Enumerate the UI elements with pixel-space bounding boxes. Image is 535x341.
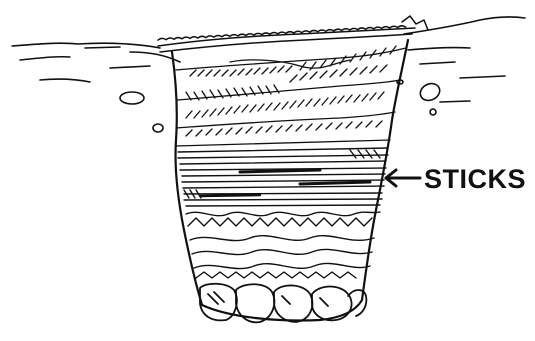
layer-leafy-branches bbox=[176, 46, 406, 146]
grass-turf bbox=[158, 16, 428, 52]
sticks-label: STICKS bbox=[424, 164, 526, 194]
layer-wavy-bands bbox=[186, 212, 380, 278]
layer-sticks bbox=[178, 148, 388, 206]
sticks-arrow bbox=[386, 170, 420, 186]
